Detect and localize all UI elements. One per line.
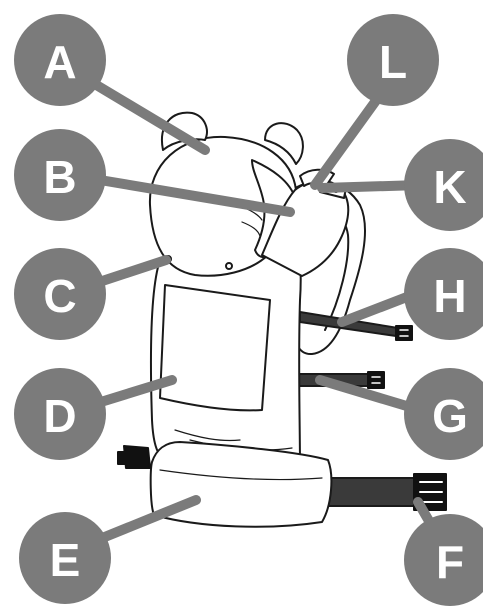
label-a: A — [43, 36, 76, 88]
label-c: C — [43, 270, 76, 322]
badge-b: B — [14, 129, 106, 221]
badge-k: K — [404, 139, 483, 231]
label-g: G — [432, 390, 468, 442]
leader-l — [315, 95, 380, 185]
label-l: L — [379, 36, 407, 88]
badge-d: D — [14, 368, 106, 460]
label-h: H — [433, 270, 466, 322]
label-k: K — [433, 161, 466, 213]
baby-carrier-illustration — [118, 113, 446, 527]
waist-belt-buckle-left — [118, 446, 150, 468]
label-f: F — [436, 536, 464, 588]
label-d: D — [43, 390, 76, 442]
badge-l: L — [347, 14, 439, 106]
waist-belt — [151, 442, 332, 527]
waist-belt-strap — [318, 474, 446, 510]
badge-e: E — [19, 512, 111, 604]
label-b: B — [43, 151, 76, 203]
badge-g: G — [404, 368, 483, 460]
label-e: E — [50, 534, 81, 586]
hood-snap-right — [226, 263, 232, 269]
badge-c: C — [14, 248, 106, 340]
badge-f: F — [404, 514, 483, 606]
badge-h: H — [404, 248, 483, 340]
badge-a: A — [14, 14, 106, 106]
